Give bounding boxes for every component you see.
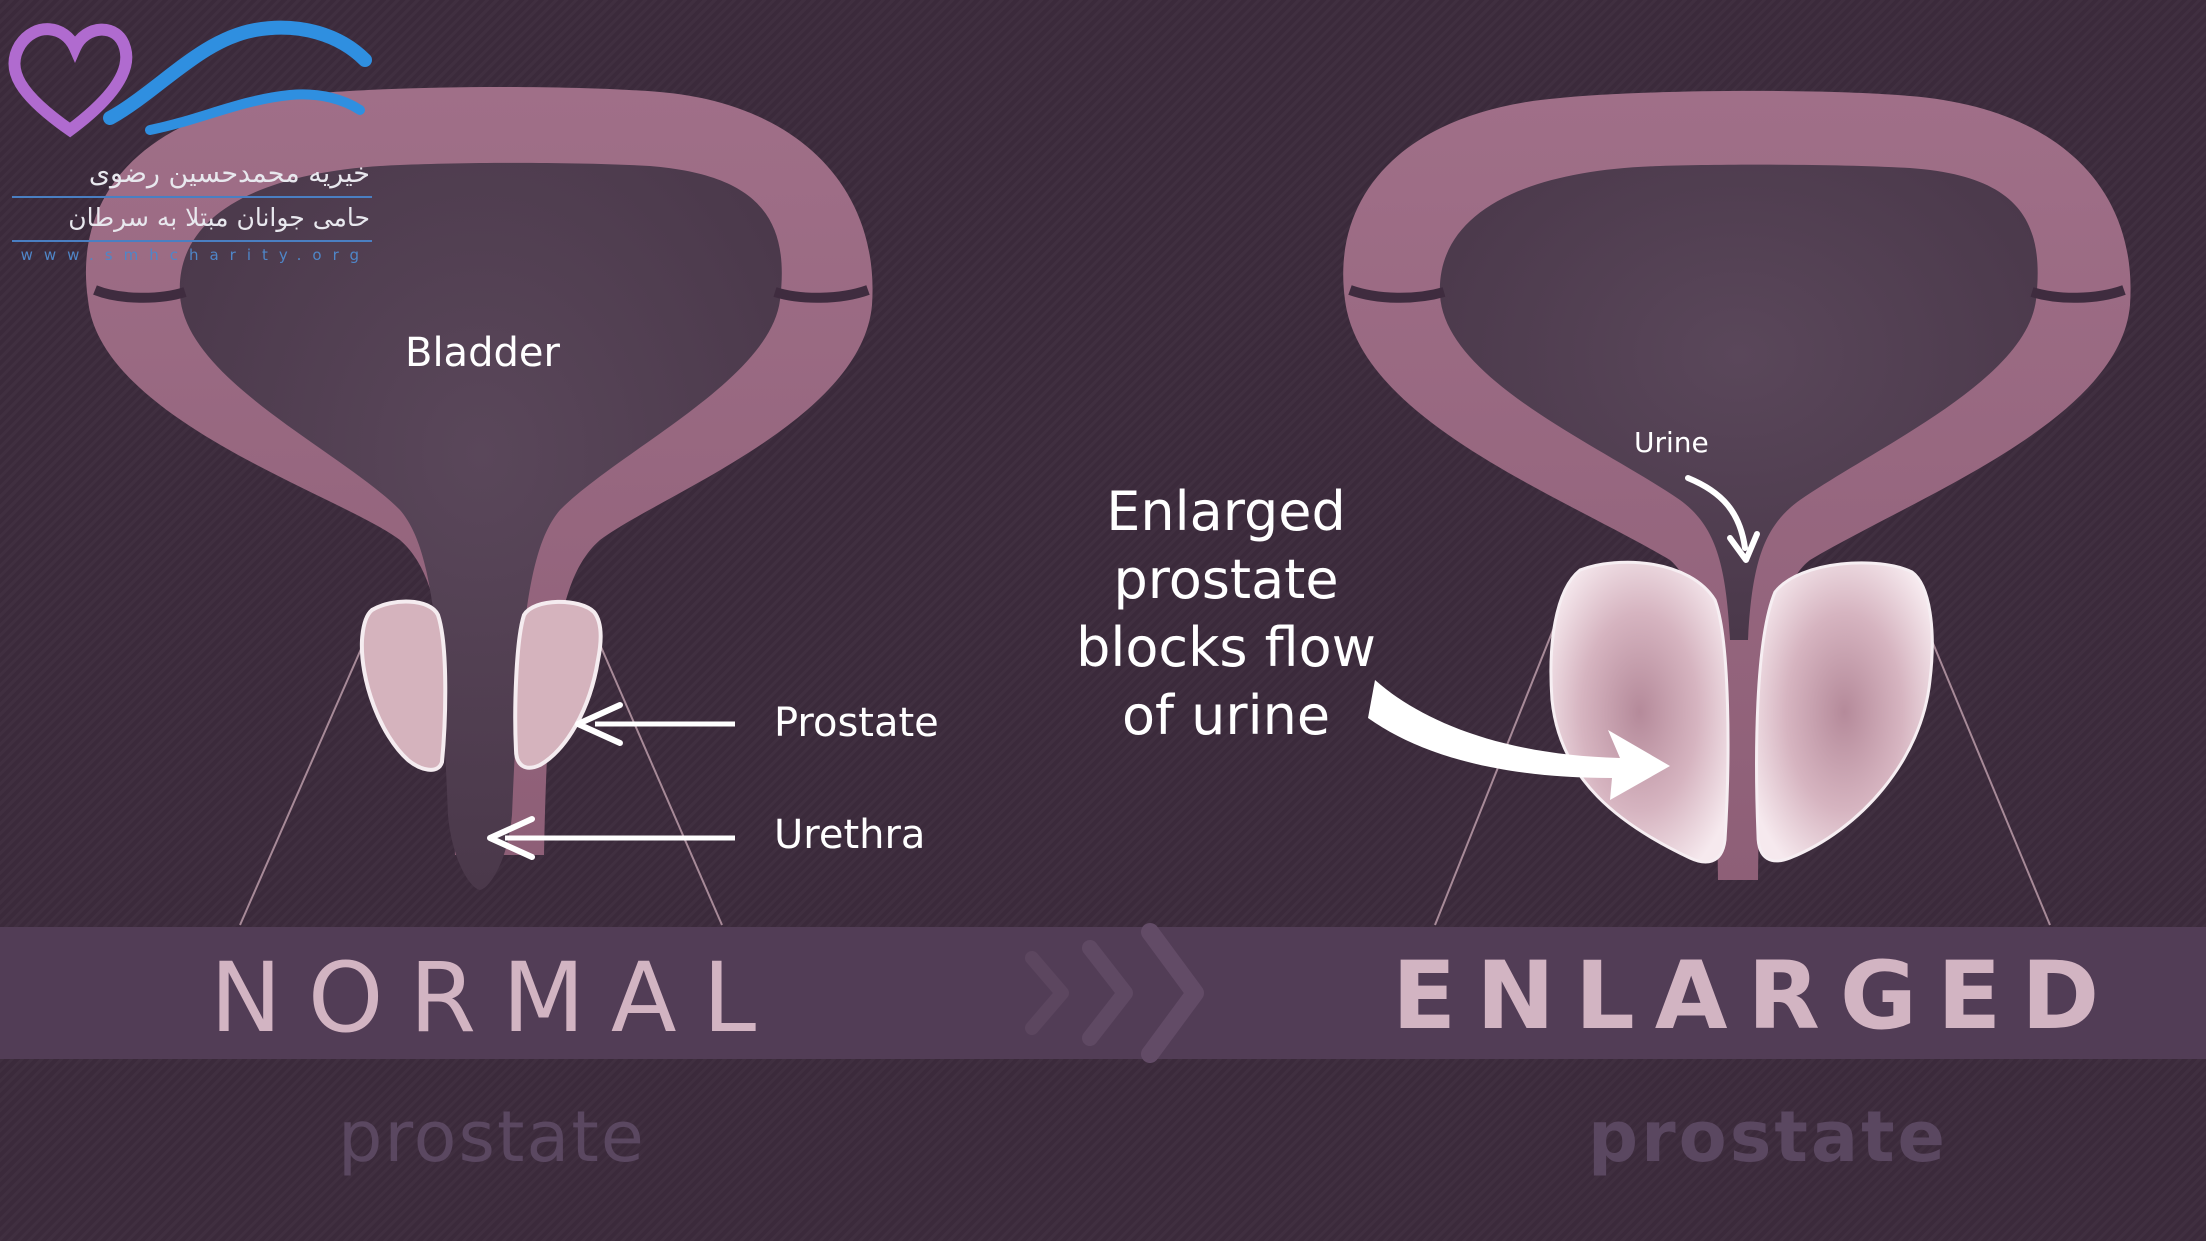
callout-line-4: of urine bbox=[1121, 684, 1331, 747]
enlarged-diagram bbox=[1343, 90, 2131, 926]
normal-prostate-left bbox=[359, 599, 448, 772]
normal-title: NORMAL bbox=[210, 942, 783, 1054]
progress-chevrons bbox=[1025, 923, 1204, 1063]
chevron-1-icon bbox=[1025, 951, 1069, 1035]
enlarged-prostate-right bbox=[1755, 561, 1934, 863]
label-prostate: Prostate bbox=[774, 700, 939, 746]
callout-line-2: prostate bbox=[1113, 548, 1339, 611]
enlarged-subtitle: prostate bbox=[1588, 1096, 1949, 1178]
logo-line-2: حامی جوانان مبتلا به سرطان bbox=[68, 203, 370, 232]
normal-guide-line-left bbox=[239, 639, 366, 926]
enlarged-guide-line-right bbox=[1914, 599, 2051, 926]
enlarged-title: ENLARGED bbox=[1392, 942, 2120, 1051]
urethra-arrow bbox=[487, 816, 735, 860]
charity-logo: خیریه محمدحسین رضوی حامی جوانان مبتلا به… bbox=[0, 0, 380, 270]
enlarged-prostate-left bbox=[1549, 560, 1730, 864]
prostate-arrow bbox=[575, 702, 735, 746]
logo-line-1: خیریه محمدحسین رضوی bbox=[88, 158, 370, 189]
heart-logo-icon bbox=[8, 20, 372, 138]
title-band bbox=[0, 927, 2206, 1059]
blocking-arrow bbox=[1368, 680, 1670, 800]
callout-text: Enlarged prostate blocks flow of urine bbox=[1066, 478, 1386, 750]
label-bladder: Bladder bbox=[405, 330, 560, 376]
enlarged-bladder-cavity bbox=[1439, 164, 2038, 641]
logo-website: www.smhcharity.org bbox=[20, 246, 370, 264]
chevron-3-icon bbox=[1141, 923, 1204, 1063]
normal-subtitle: prostate bbox=[338, 1096, 646, 1178]
callout-line-1: Enlarged bbox=[1106, 480, 1346, 543]
normal-bladder-cavity bbox=[179, 162, 782, 890]
callout-line-3: blocks flow bbox=[1076, 616, 1376, 679]
normal-guide-line-right bbox=[597, 639, 723, 926]
chevron-2-icon bbox=[1082, 940, 1133, 1046]
urine-arrow bbox=[1685, 475, 1760, 563]
label-urine: Urine bbox=[1634, 426, 1709, 459]
normal-diagram bbox=[85, 86, 873, 926]
label-urethra: Urethra bbox=[774, 812, 926, 858]
normal-prostate-right bbox=[513, 599, 603, 770]
